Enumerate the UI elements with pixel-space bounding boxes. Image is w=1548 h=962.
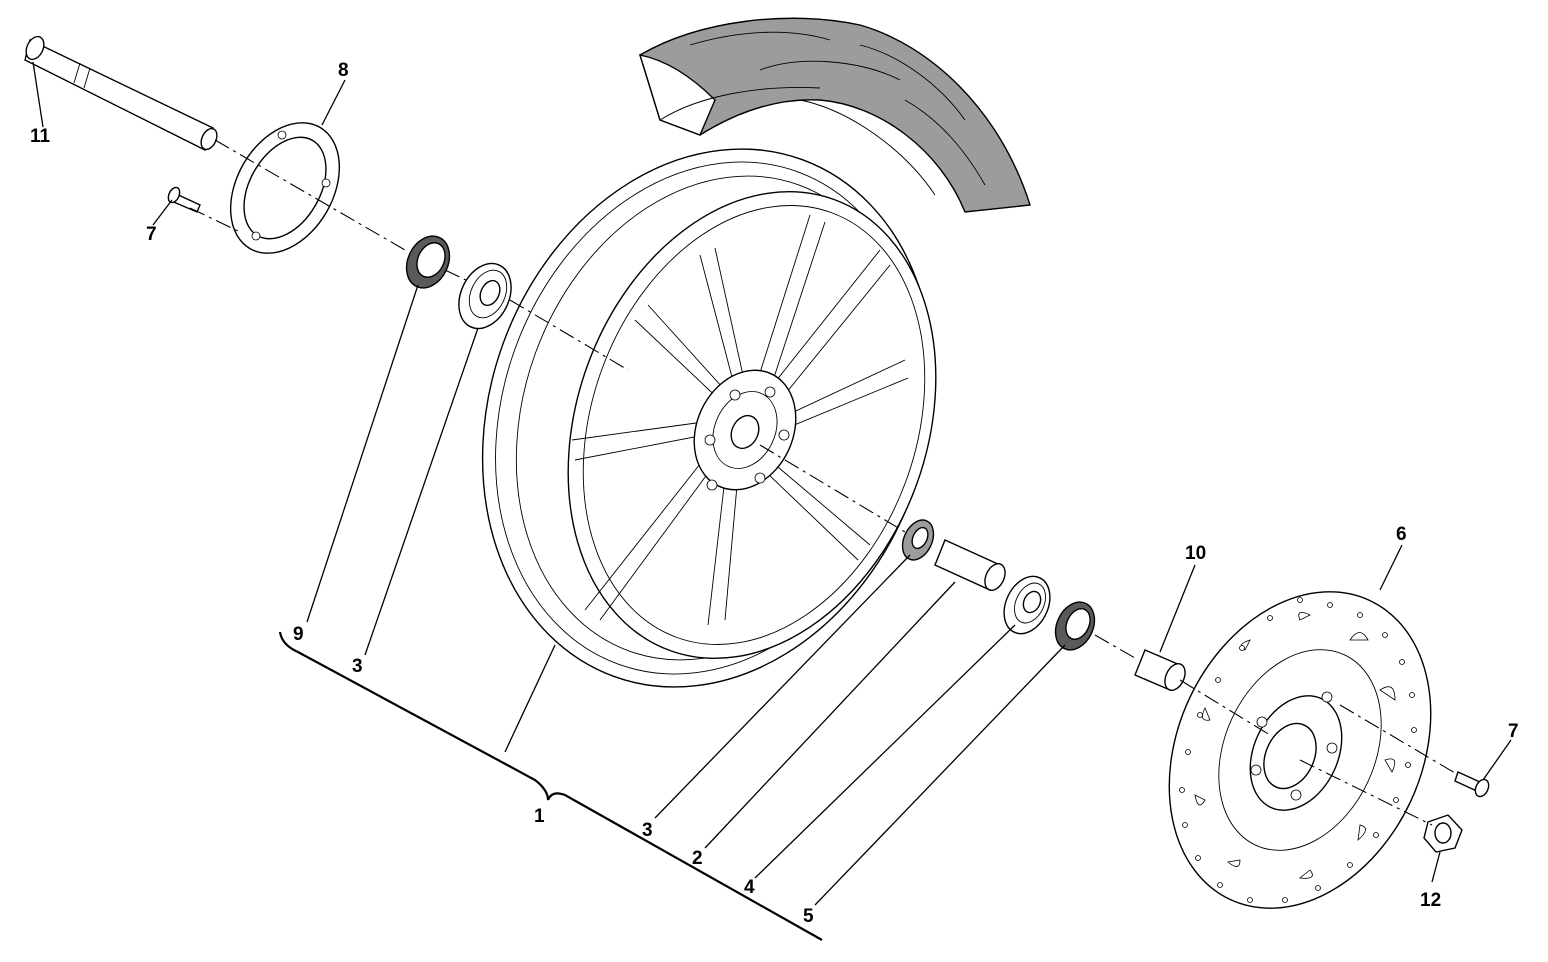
- bearing-right-4: [1003, 575, 1051, 635]
- wheel-rim: [481, 148, 937, 688]
- callout-8: 8: [338, 60, 349, 81]
- spacer-tube-2: [934, 539, 1006, 591]
- flange-nut: [1423, 814, 1463, 853]
- callout-10: 10: [1185, 543, 1206, 564]
- callout-5: 5: [803, 906, 814, 927]
- oil-seal-left: [405, 235, 451, 289]
- callout-3-right: 3: [642, 820, 653, 841]
- screw-right: [1454, 771, 1490, 798]
- callout-1: 1: [534, 806, 545, 827]
- brake-disc: [1168, 591, 1432, 909]
- assembly-bracket: [278, 631, 823, 941]
- disc-drill-holes: [1179, 597, 1417, 903]
- assembly-axes: [189, 139, 1456, 826]
- axle-spindle: [24, 35, 218, 151]
- spacer-10: [1134, 649, 1186, 691]
- bearing-cover-plate: [229, 122, 341, 254]
- callout-6: 6: [1396, 524, 1407, 545]
- bearing-right-3: [901, 519, 935, 561]
- callout-9: 9: [293, 624, 304, 645]
- callout-12: 12: [1420, 890, 1441, 911]
- callout-labels: 1 2 3 3 4 5 6 7 7 8 9 10 11 12: [30, 60, 1519, 927]
- callout-7-right: 7: [1508, 721, 1519, 742]
- callout-11: 11: [30, 126, 51, 147]
- callout-3-left: 3: [352, 656, 363, 677]
- callout-7-left: 7: [146, 224, 157, 245]
- bearing-left: [458, 262, 512, 330]
- leader-lines: [32, 61, 1512, 906]
- callout-2: 2: [692, 848, 703, 869]
- tyre: [638, 17, 1031, 213]
- wheel-hub: [693, 369, 797, 491]
- screw-left: [167, 186, 201, 213]
- callout-4: 4: [744, 877, 755, 898]
- oil-seal-right-5: [1054, 601, 1096, 651]
